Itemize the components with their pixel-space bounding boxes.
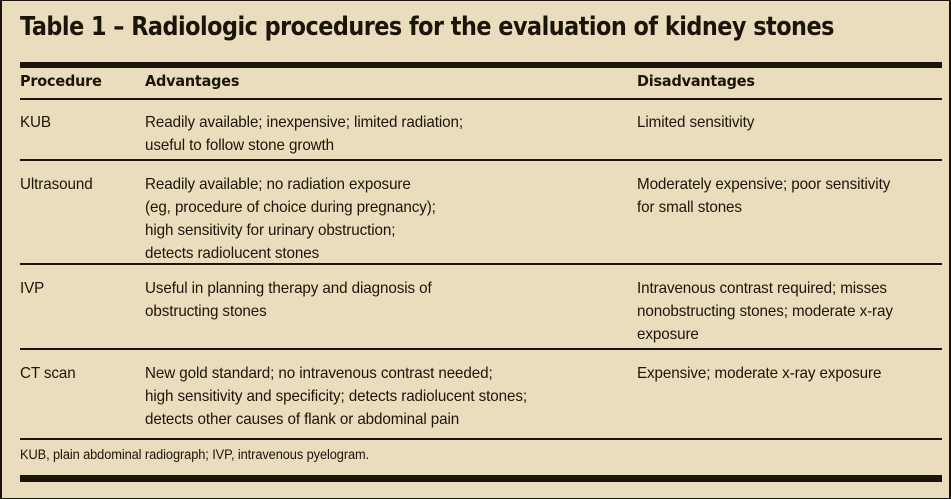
table-row: Expensive; moderate x-ray exposure	[637, 365, 882, 382]
table-row: Readily available; no radiation exposure…	[145, 176, 436, 262]
table-row: Limited sensitivity	[637, 114, 755, 131]
footnote-top-rule	[20, 438, 942, 440]
table-row: IVP	[20, 280, 45, 297]
row-separator	[20, 159, 942, 161]
table-row: New gold standard; no intravenous contra…	[145, 365, 528, 428]
column-header-disadvantages: Disadvantages	[637, 72, 755, 90]
table-row: Moderately expensive; poor sensitivity f…	[637, 176, 891, 216]
table-row: Useful in planning therapy and diagnosis…	[145, 280, 432, 320]
table-row: KUB	[20, 114, 51, 131]
row-separator	[20, 348, 942, 350]
header-top-rule	[20, 62, 942, 68]
table-title: Table 1 – Radiologic procedures for the …	[20, 12, 834, 42]
table-footnote: KUB, plain abdominal radiograph; IVP, in…	[20, 447, 370, 462]
header-bottom-rule	[20, 98, 942, 100]
table-row: Ultrasound	[20, 176, 93, 193]
row-separator	[20, 263, 942, 265]
table-row: Readily available; inexpensive; limited …	[145, 114, 464, 154]
column-header-advantages: Advantages	[145, 72, 240, 90]
column-header-procedure: Procedure	[20, 72, 102, 90]
table-row: CT scan	[20, 365, 76, 382]
table-row: Intravenous contrast required; misses no…	[637, 280, 893, 343]
table-bottom-rule	[20, 475, 942, 482]
